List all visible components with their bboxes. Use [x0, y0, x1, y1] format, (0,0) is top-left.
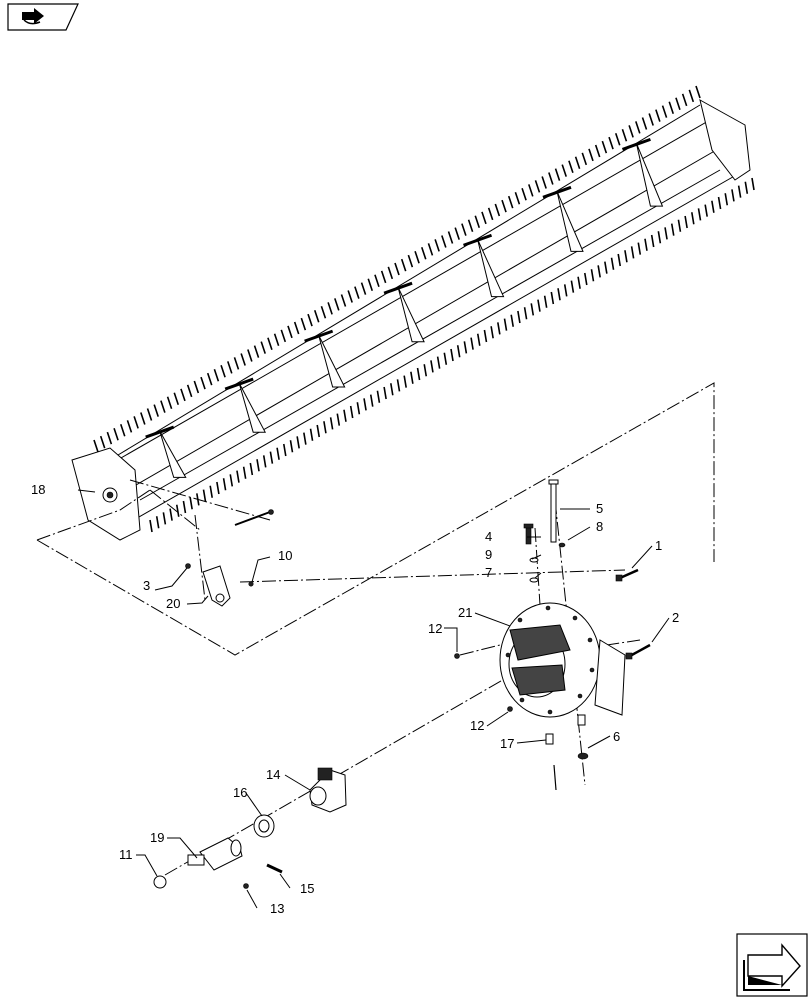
callout-13: 13 — [270, 901, 284, 916]
callout-12a: 12 — [428, 621, 442, 636]
assembly-boundary — [36, 382, 715, 876]
callout-20: 20 — [166, 596, 180, 611]
bolt-part — [234, 509, 274, 526]
ring-part-11 — [153, 875, 167, 889]
washer-part-12b — [507, 706, 513, 712]
callout-11: 11 — [119, 847, 133, 862]
pin-part-13 — [243, 883, 249, 889]
key-part-15 — [266, 863, 283, 874]
callout-18: 18 — [31, 482, 45, 497]
washer-part-12a — [454, 653, 460, 659]
washer-part-10 — [248, 581, 254, 587]
bolt-stack — [523, 479, 566, 583]
bearing-part-14 — [309, 767, 347, 813]
callout-7: 7 — [485, 565, 492, 580]
bolt-part-2 — [625, 643, 651, 660]
callout-4: 4 — [485, 529, 492, 544]
callout-14: 14 — [266, 767, 280, 782]
leader-lines — [77, 489, 670, 909]
callout-10: 10 — [278, 548, 292, 563]
next-page-arrow-icon[interactable] — [736, 933, 808, 997]
shaft-part-19 — [187, 837, 243, 871]
callout-5: 5 — [596, 501, 603, 516]
sleeve-part-17 — [545, 733, 554, 745]
callout-21: 21 — [458, 605, 472, 620]
callout-19: 19 — [150, 830, 164, 845]
flange-ring-21 — [499, 602, 626, 726]
nut-part-3 — [185, 563, 191, 569]
callout-labels: 18 3 20 10 4 9 7 5 8 1 2 21 12 12 17 6 1… — [31, 482, 679, 916]
callout-6: 6 — [613, 729, 620, 744]
callout-9: 9 — [485, 547, 492, 562]
bolt-part-1 — [615, 568, 639, 582]
bracket-part-20 — [202, 565, 231, 607]
callout-1: 1 — [655, 538, 662, 553]
callout-2: 2 — [672, 610, 679, 625]
callout-12b: 12 — [470, 718, 484, 733]
callout-17: 17 — [500, 736, 514, 751]
book-arrow-icon[interactable] — [7, 3, 79, 31]
nut-part-6 — [553, 752, 589, 791]
callout-15: 15 — [300, 881, 314, 896]
ring-part-16 — [253, 814, 275, 838]
callout-8: 8 — [596, 519, 603, 534]
callout-3: 3 — [143, 578, 150, 593]
reel-assembly — [71, 85, 755, 541]
callout-16: 16 — [233, 785, 247, 800]
